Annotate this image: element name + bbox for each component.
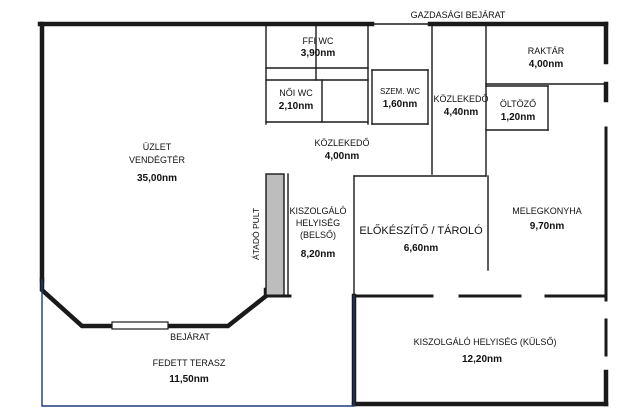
melegkonyha-area: 9,70nm [530, 221, 565, 232]
kozlekedo-top-name: KÖZLEKEDŐ [433, 94, 488, 104]
kozlekedo-mid-name: KÖZLEKEDŐ [314, 138, 369, 148]
kiszolgalo-belso-name-2: HELYISÉG [296, 218, 340, 228]
terrace-outline [41, 279, 355, 407]
kiszolgalo-belso-name-3: (BELSŐ) [300, 230, 336, 240]
service-entrance-label: GAZDASÁGI BEJÁRAT [411, 10, 506, 20]
szem-wc-area: 1,60nm [383, 99, 418, 110]
szem-wc-name: SZEM. WC [380, 87, 420, 96]
uzlet-area: 35,00nm [137, 173, 177, 184]
kiszolgalo-belso-area: 8,20nm [301, 249, 336, 260]
serving-counter [265, 173, 285, 297]
ffi-wc-name: FFI WC [303, 36, 334, 46]
entrance-door [111, 321, 169, 330]
kiszolgalo-kulso-area: 12,20nm [462, 354, 502, 365]
kiszolgalo-belso-name-1: KISZOLGÁLÓ [289, 206, 346, 216]
kiszolgalo-kulso-name: KISZOLGÁLÓ HELYISÉG (KÜLSŐ) [414, 337, 557, 347]
kozlekedo-top-area: 4,40nm [444, 107, 479, 118]
kozlekedo-mid-area: 4,00nm [325, 151, 360, 162]
ffi-wc-area: 3,90nm [301, 48, 336, 59]
fedett-terasz-area: 11,50nm [169, 374, 209, 385]
uzlet-name-2: VENDÉGTÉR [129, 155, 186, 165]
atado-pult-label: ÁTADÓ PULT [251, 208, 261, 260]
walls [37, 21, 609, 407]
noi-wc-area: 2,10nm [279, 101, 314, 112]
wall-facade-left [39, 277, 115, 329]
raktar-area: 4,00nm [529, 59, 564, 70]
fedett-terasz-name: FEDETT TERASZ [153, 358, 226, 368]
oltozo-area: 1,20nm [501, 112, 536, 123]
elokeszito-name: ELŐKÉSZÍTŐ / TÁROLÓ [359, 223, 483, 237]
uzlet-name-1: ÜZLET [143, 142, 172, 152]
wall-facade-right [165, 287, 269, 329]
raktar-name: RAKTÁR [528, 46, 565, 56]
labels: GAZDASÁGI BEJÁRAT FFI WC 3,90nm NŐI WC 2… [129, 10, 582, 385]
main-entrance-label: BEJÁRAT [170, 332, 210, 342]
elokeszito-area: 6,60nm [404, 243, 439, 254]
oltozo-name: ÖLTÖZŐ [500, 99, 536, 109]
melegkonyha-name: MELEGKONYHA [512, 206, 582, 216]
noi-wc-name: NŐI WC [279, 88, 313, 98]
